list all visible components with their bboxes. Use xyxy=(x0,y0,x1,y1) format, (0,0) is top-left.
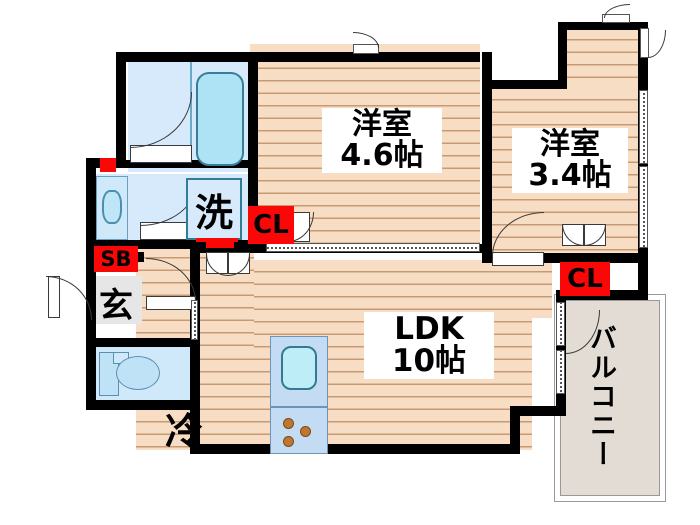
kitchen-counter-split-line xyxy=(270,406,328,408)
wall-corridor-right xyxy=(190,249,200,301)
label-closet-1: CL xyxy=(248,206,294,244)
label-bedroom-small-name: 洋室 xyxy=(540,127,600,162)
wall-bottom-ldk xyxy=(190,444,520,454)
wall-bedroom-small-bottom xyxy=(482,253,648,263)
wall-right-ldk-lower xyxy=(510,406,520,454)
label-refrigerator-text: 冷 xyxy=(164,409,203,454)
wall-bedroom-small-stem-bottom xyxy=(482,80,567,89)
wall-step-ldk-left xyxy=(190,400,200,454)
kitchen-sink xyxy=(281,346,317,390)
label-bedroom-large-name: 洋室 xyxy=(352,107,412,142)
wash-basin xyxy=(102,190,122,224)
wall-left-bathroom xyxy=(116,52,126,160)
label-washer-text: 洗 xyxy=(194,190,233,235)
wall-bedroom-small-left xyxy=(482,52,492,262)
ldk-balcony-sliding-door[interactable] xyxy=(556,302,565,346)
label-balcony: バルコニー xyxy=(585,312,620,480)
label-closet-1-text: CL xyxy=(253,210,289,240)
bedroom-small-right-window-arc xyxy=(648,30,666,58)
closet1-marker-bar xyxy=(206,240,234,248)
label-bedroom-large: 洋室 4.6帖 xyxy=(322,107,442,174)
pipe-shaft-marker xyxy=(100,158,116,172)
wall-left-washroom xyxy=(86,158,96,268)
room-floor-ldk-right-notch xyxy=(492,260,552,318)
label-ldk-size: 10帖 xyxy=(391,342,467,379)
label-refrigerator: 冷 xyxy=(158,404,210,454)
label-bedroom-large-size: 4.6帖 xyxy=(340,137,424,173)
label-bedroom-small: 洋室 3.4帖 xyxy=(512,127,628,194)
label-bedroom-small-size: 3.4帖 xyxy=(528,157,612,193)
wall-bedroom-large-left xyxy=(248,52,256,244)
wall-top-bedroom-small xyxy=(560,22,648,30)
toilet-bowl xyxy=(116,356,160,390)
label-entrance-text: 玄 xyxy=(99,285,133,326)
label-closet-2-text: CL xyxy=(567,264,603,294)
wall-washroom-bottom xyxy=(86,240,258,249)
bedroom-large-top-window-arc xyxy=(353,32,379,48)
bathroom-divider-line xyxy=(190,62,192,162)
hall-ldk-partition-line xyxy=(191,300,198,340)
bedroom-small-top-window-arc xyxy=(604,4,630,18)
bedroom-small-right-sliding-window-2[interactable] xyxy=(639,166,648,248)
label-ldk: LDK 10帖 xyxy=(364,311,494,380)
wall-toilet-top xyxy=(86,338,200,347)
wall-closet2-right xyxy=(638,253,648,299)
stove-burner-3 xyxy=(283,436,294,447)
stove-burner-2 xyxy=(300,426,311,437)
bedroom-small-right-sliding-window[interactable] xyxy=(639,90,648,164)
room-floor-bedroom-small-stem xyxy=(566,28,638,88)
wall-left-entrance xyxy=(86,258,96,408)
label-closet-2: CL xyxy=(560,262,610,296)
wall-ldk-to-balcony-bottom xyxy=(510,406,566,416)
label-meter-box: SB xyxy=(94,246,138,272)
wall-bathroom-bottom xyxy=(116,160,258,168)
bathtub xyxy=(196,72,244,166)
label-meter-box-text: SB xyxy=(100,247,132,271)
ldk-balcony-sliding-door-2[interactable] xyxy=(556,350,565,394)
wall-toilet-right xyxy=(190,300,200,408)
stove-burner-1 xyxy=(283,418,294,429)
label-washer: 洗 xyxy=(188,180,240,238)
wall-top-left xyxy=(116,52,480,62)
label-entrance: 玄 xyxy=(92,280,140,326)
label-ldk-name: LDK xyxy=(394,311,464,347)
wall-bottom-toilet xyxy=(86,400,200,410)
bathroom-door-panel[interactable] xyxy=(130,145,192,163)
label-balcony-text: バルコニー xyxy=(585,323,616,469)
wall-left-bedroom-small-stem xyxy=(558,22,567,84)
bedroom-large-sliding-window[interactable] xyxy=(266,243,480,252)
entrance-tile-floor xyxy=(92,276,142,324)
